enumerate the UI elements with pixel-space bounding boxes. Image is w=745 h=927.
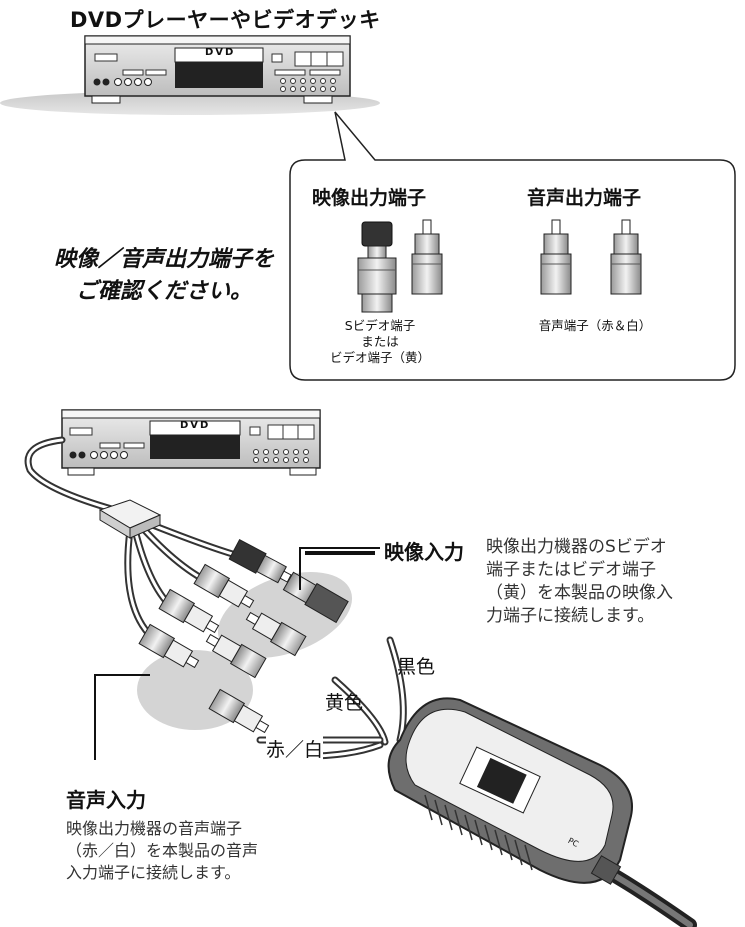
dvd-logo-bottom: DVD <box>180 420 211 431</box>
capture-device <box>387 697 633 885</box>
video-in-label: 映像入力 <box>384 540 464 564</box>
video-in-description: 映像出力機器のSビデオ 端子またはビデオ端子 （黄）を本製品の映像入 力端子に接… <box>486 536 736 628</box>
audio-in-desc-line-3: 入力端子に接続します。 <box>66 863 241 882</box>
rca-audio-connector-2-illustration <box>610 219 642 295</box>
svideo-connector-illustration <box>357 221 397 313</box>
wire-label-black: 黒色 <box>397 656 436 678</box>
audio-caption: 音声端子（赤＆白） <box>538 318 652 333</box>
video-in-desc-line-3: （黄）を本製品の映像入 <box>486 583 673 603</box>
video-caption: Sビデオ端子 または ビデオ端子（黄） <box>310 318 450 366</box>
video-in-desc-line-2: 端子またはビデオ端子 <box>486 560 656 580</box>
audio-in-description: 映像出力機器の音声端子 （赤／白）を本製品の音声 入力端子に接続します。 <box>66 818 326 884</box>
audio-in-desc-line-2: （赤／白）を本製品の音声 <box>66 841 259 860</box>
wire-label-red-white: 赤／白 <box>266 735 324 762</box>
leader-lines <box>94 547 380 760</box>
audio-out-title: 音声出力端子 <box>527 187 642 209</box>
video-caption-line-1: Sビデオ端子 <box>344 318 416 333</box>
dvd-logo-top: DVD <box>205 47 236 58</box>
video-caption-line-3: ビデオ端子（黄） <box>329 350 430 365</box>
rca-video-connector-illustration <box>411 219 443 295</box>
video-out-title: 映像出力端子 <box>312 187 427 209</box>
confirm-line-2: ご確認ください。 <box>75 279 252 304</box>
dvd-player-top <box>84 35 351 104</box>
video-in-desc-line-1: 映像出力機器のSビデオ <box>486 537 667 557</box>
audio-in-label: 音声入力 <box>66 788 146 812</box>
callout-bubble <box>289 111 736 381</box>
rca-audio-connector-1-illustration <box>540 219 572 295</box>
player-label: DVDプレーヤーやビデオデッキ <box>70 8 381 32</box>
confirm-line-1: 映像／音声出力端子を <box>53 247 274 272</box>
wire-label-yellow: 黄色 <box>325 692 364 714</box>
video-caption-line-2: または <box>361 334 399 349</box>
video-in-desc-line-4: 力端子に接続します。 <box>486 606 655 626</box>
audio-in-desc-line-1: 映像出力機器の音声端子 <box>66 819 243 838</box>
confirm-message: 映像／音声出力端子を ご確認ください。 <box>34 244 294 308</box>
cable-splitter <box>98 499 162 539</box>
dvd-player-bottom <box>61 409 321 476</box>
